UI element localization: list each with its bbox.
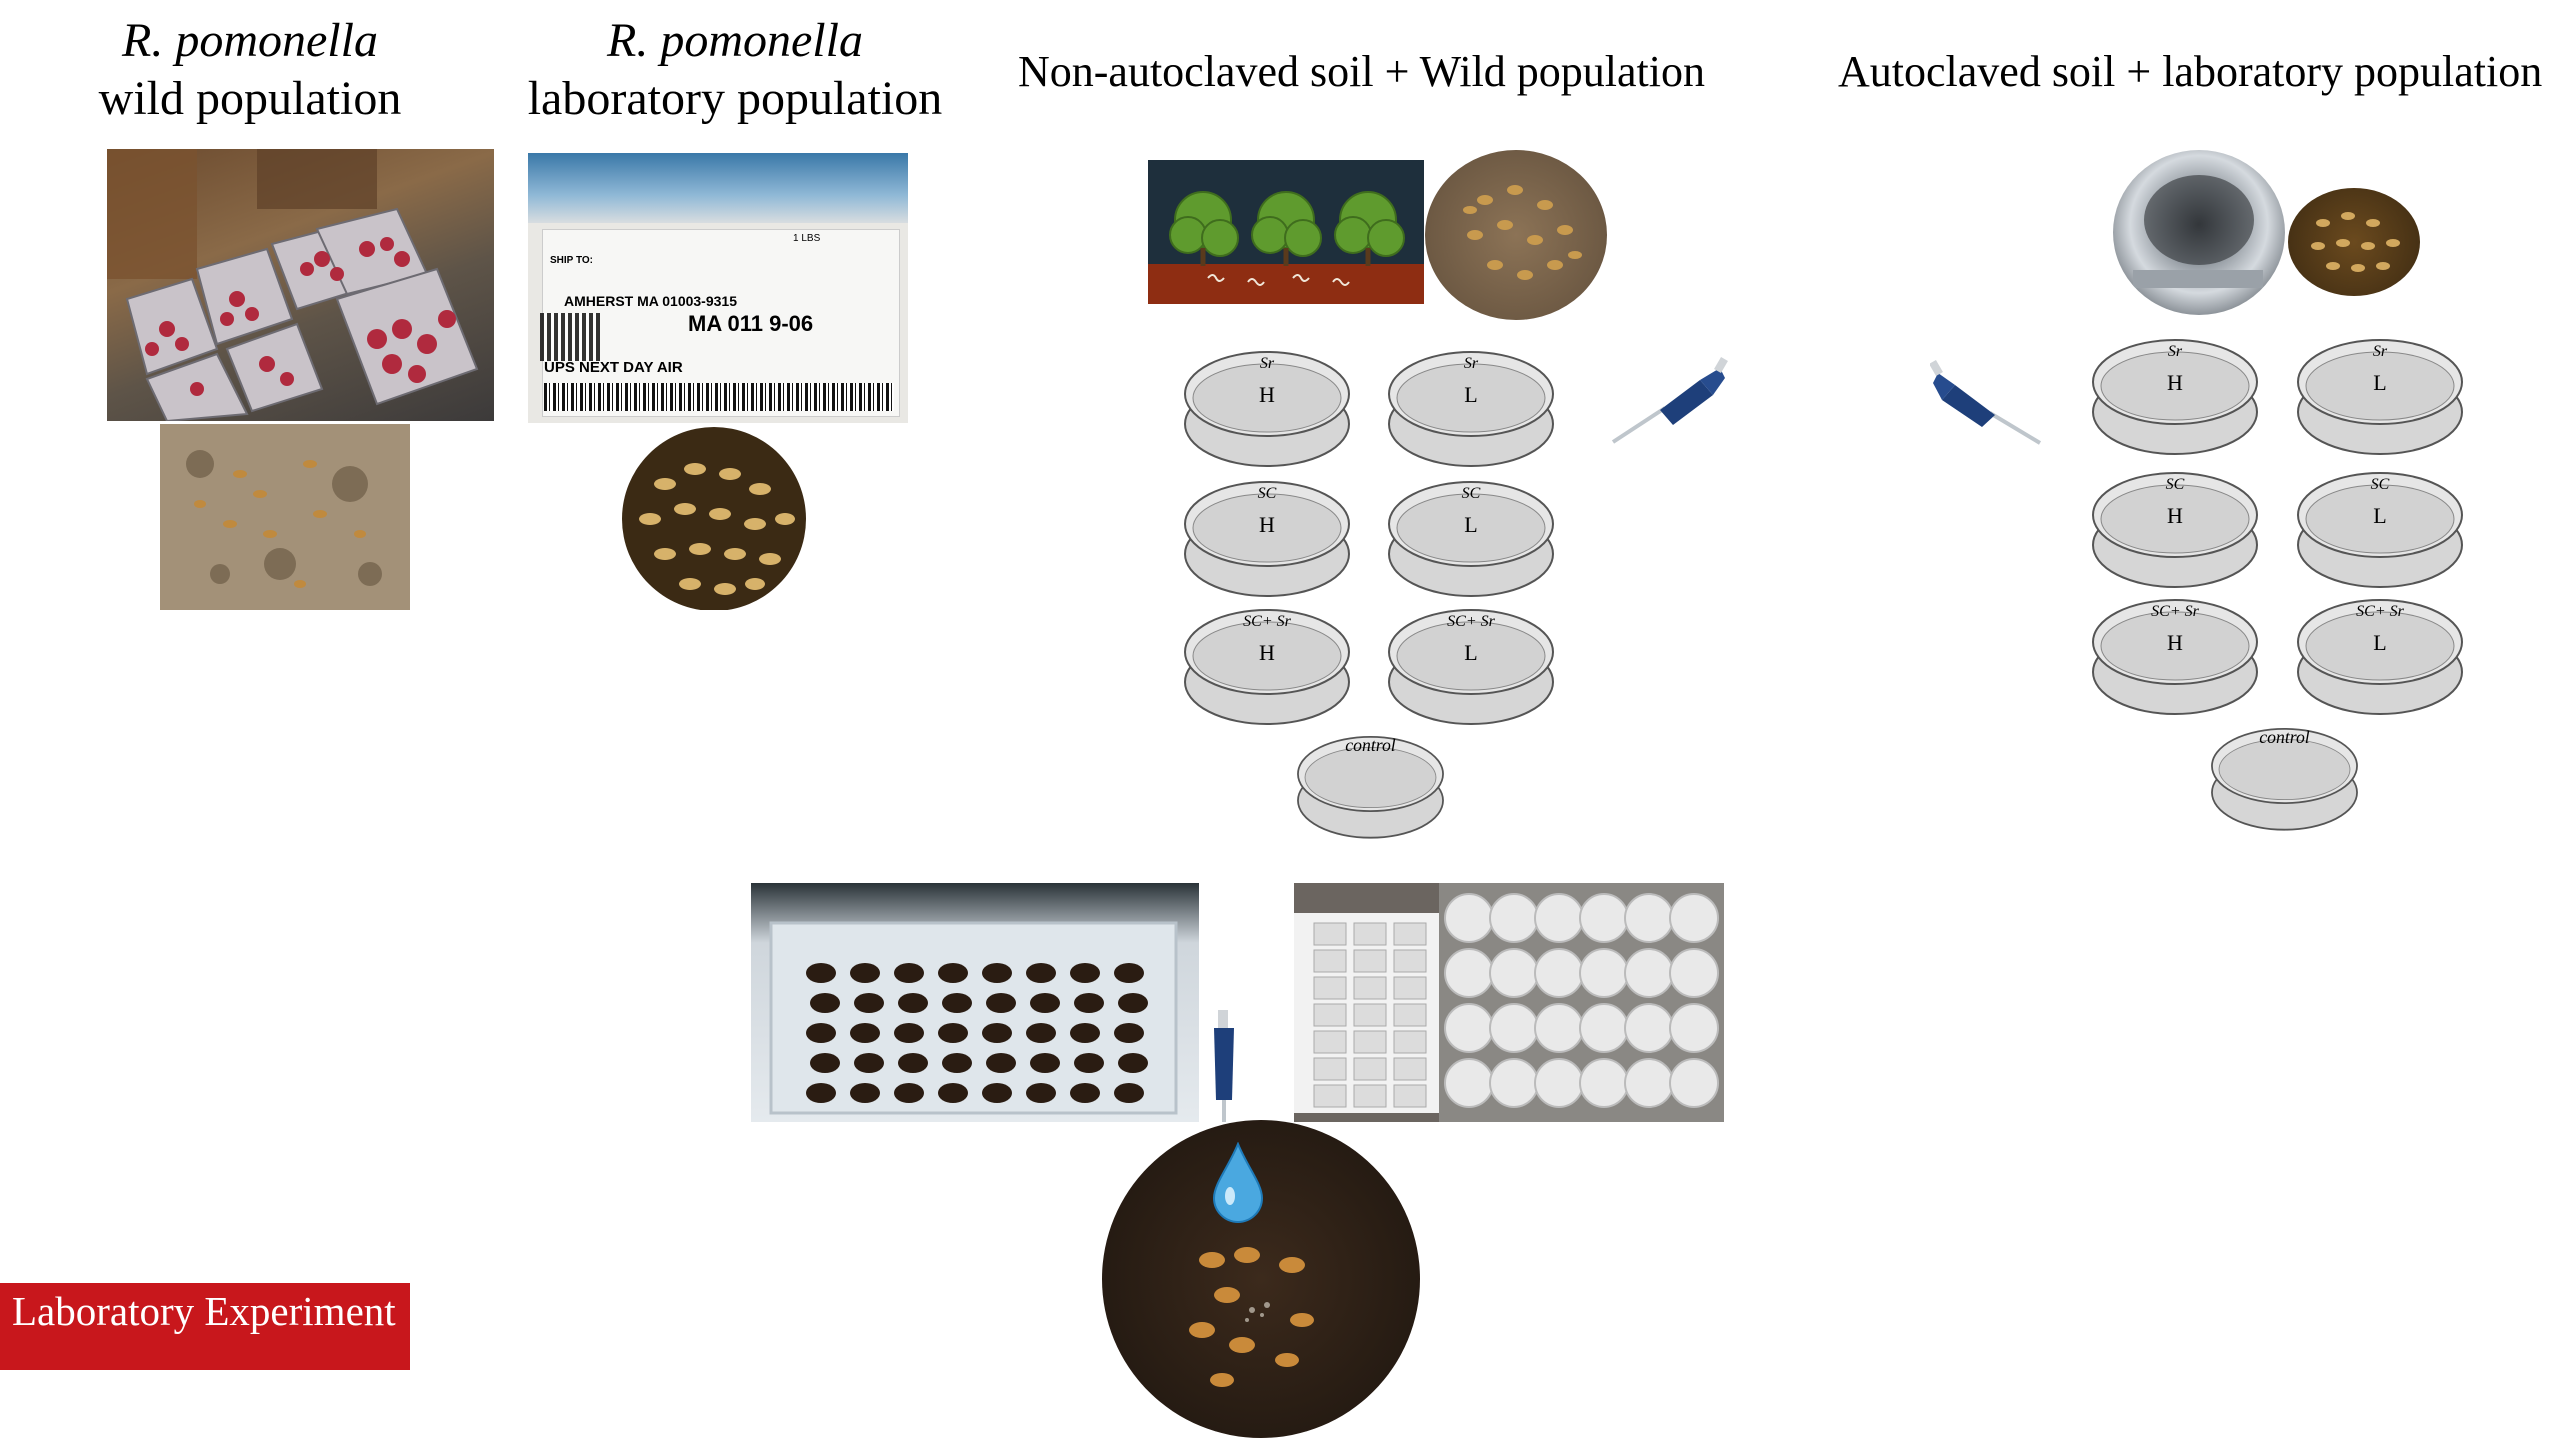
dish-tag: SC+ Sr xyxy=(2356,603,2404,620)
plants-soil-illustration xyxy=(1148,160,1424,304)
laboratory-experiment-badge: Laboratory Experiment xyxy=(0,1283,410,1370)
wild-soil-pupae-photo xyxy=(160,424,410,610)
dish-tag: SC+ Sr xyxy=(2151,603,2199,620)
dish-tag: SC xyxy=(2166,476,2185,493)
label-service: UPS NEXT DAY AIR xyxy=(544,359,683,376)
dish-tag: Sr xyxy=(1464,355,1479,372)
lab-pupae-photo xyxy=(605,424,823,610)
dish-tag: Sr xyxy=(2168,343,2183,360)
wild-species-name: R. pomonella xyxy=(122,14,378,67)
dish-tag: Sr xyxy=(1260,355,1275,372)
dish-letter: L xyxy=(2373,630,2386,655)
dish-letter: H xyxy=(2167,370,2183,395)
dish-tag: SC xyxy=(1258,485,1277,502)
petri-dish: control xyxy=(1293,728,1448,843)
pipette-icon xyxy=(1605,350,1735,450)
label-ship-to: SHIP TO: xyxy=(550,255,593,266)
soil-with-pupae-image xyxy=(160,424,410,610)
empty-cups-photo xyxy=(1294,883,1724,1122)
label-code: MA 011 9-06 xyxy=(688,311,814,336)
autoclave-pot-photo xyxy=(2113,150,2285,315)
dish-letter: L xyxy=(2373,503,2386,528)
dish-letter: H xyxy=(2167,630,2183,655)
pipette-icon xyxy=(1200,1010,1250,1125)
dish-letter: L xyxy=(1464,382,1477,407)
petri-dish: SC H xyxy=(2090,463,2260,593)
dish-tag: SC xyxy=(2371,476,2390,493)
shipping-label-photo: SHIP TO: 1 LBS AMHERST MA 01003-9315 MA … xyxy=(528,153,908,423)
non-autoclaved-title: Non-autoclaved soil + Wild population xyxy=(1018,47,1706,96)
lab-population-label: laboratory population xyxy=(527,72,943,125)
soil-pupae-circle xyxy=(1102,1120,1420,1438)
label-address: AMHERST MA 01003-9315 xyxy=(564,293,737,309)
dish-letter: L xyxy=(2373,370,2386,395)
barcode xyxy=(544,383,894,411)
lab-pupae-image xyxy=(622,427,806,610)
dish-letter: H xyxy=(2167,503,2183,528)
lab-population-title: R. pomonella laboratory population xyxy=(505,12,965,128)
dish-tag: SC xyxy=(1462,485,1481,502)
petri-dish: SC L xyxy=(2295,463,2465,593)
empty-cups-rack xyxy=(1294,883,1724,1122)
dish-letter: H xyxy=(1259,640,1275,665)
label-weight: 1 LBS xyxy=(793,233,821,244)
dish-letter: L xyxy=(1464,512,1477,537)
wild-population-title: R. pomonella wild population xyxy=(60,12,440,128)
dish-letter: H xyxy=(1259,382,1275,407)
petri-dish: control xyxy=(2207,720,2362,835)
pipette-icon xyxy=(1929,355,2050,450)
dish-tag: SC+ Sr xyxy=(1447,613,1495,630)
soil-pupae-circle-image xyxy=(1189,1247,1314,1387)
petri-dish: SC+ Sr H xyxy=(2090,590,2260,720)
lab-pupae-circle-image xyxy=(2311,212,2400,272)
petri-dish: SC+ Sr L xyxy=(1386,600,1556,730)
dish-tag: control xyxy=(1345,735,1396,755)
petri-dish: SC H xyxy=(1182,472,1352,602)
autoclaved-title: Autoclaved soil + laboratory population xyxy=(1838,47,2543,96)
wild-soil-circle xyxy=(1425,150,1607,320)
cups-tray-photo xyxy=(751,883,1199,1122)
dish-letter: H xyxy=(1259,512,1275,537)
dish-tag: SC+ Sr xyxy=(1243,613,1291,630)
plants-with-nematodes-image xyxy=(1148,191,1424,304)
petri-dish: SC+ Sr H xyxy=(1182,600,1352,730)
soil-circle-pupae xyxy=(1463,185,1582,280)
petri-dish: SC L xyxy=(1386,472,1556,602)
lab-species-name: R. pomonella xyxy=(607,14,863,67)
apple-crates-image xyxy=(107,149,479,421)
autoclave-pot-image xyxy=(2133,175,2263,288)
dish-tag: Sr xyxy=(2373,343,2388,360)
petri-dish: SC+ Sr L xyxy=(2295,590,2465,720)
tray-with-soil-cups xyxy=(769,921,1178,1115)
water-drop-icon xyxy=(1212,1141,1264,1224)
dish-letter: L xyxy=(1464,640,1477,665)
wild-population-label: wild population xyxy=(98,72,402,125)
dish-tag: control xyxy=(2259,727,2310,747)
qr-code xyxy=(540,313,600,361)
orchard-crates-photo xyxy=(107,149,494,421)
lab-pupae-circle xyxy=(2288,188,2420,296)
